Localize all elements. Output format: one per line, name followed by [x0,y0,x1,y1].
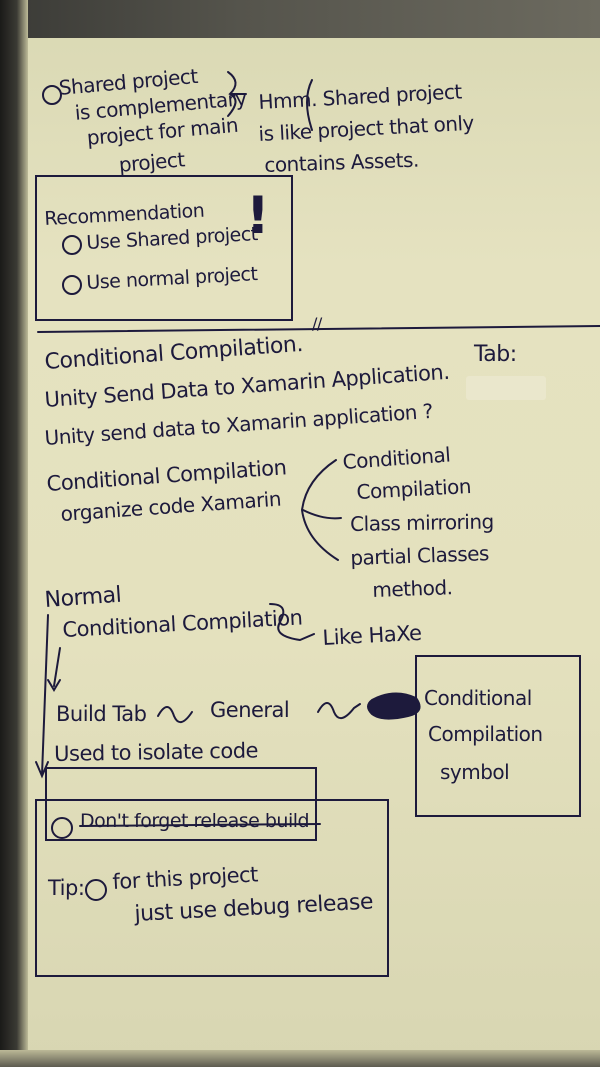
brace-arrow [227,71,247,117]
branch-brace [300,459,339,561]
down-arrow-build [47,647,61,692]
tip-label: Tip: [48,876,85,900]
notebook-binding [0,0,28,1067]
eraser-smudge [466,376,546,400]
like-haxe-label: Like HaXe [321,620,423,650]
used-to-isolate: Used to isolate code [53,738,259,766]
divider-mark: // [312,314,322,333]
branch-mid [302,509,342,520]
page-bottom-edge [0,1050,600,1067]
dont-forget-box [45,767,317,841]
star-bullet-3 [51,817,73,839]
down-arrow-used [35,614,49,779]
tilde-arrow-2 [317,702,361,719]
branch-method: method. [371,575,453,602]
star-bullet-4 [85,879,107,901]
branch-class-mirroring: Class mirroring [349,509,494,536]
dont-forget-text: Don't forget release build [80,810,310,832]
open-paren [306,79,313,131]
left-note-line-4: project [117,147,186,177]
tilde-arrow-1 [157,706,193,723]
strike-line [79,823,321,827]
section-divider [37,325,600,333]
symbol-box-line-1: Conditional [424,686,532,710]
tip-box [35,799,389,977]
recommendation-box [35,175,293,321]
arrow-like [269,603,315,642]
general-label: General [210,698,290,722]
circle-star-mark [42,85,62,105]
star-bullet-2 [62,275,82,295]
right-note-line-3: contains Assets. [263,147,420,177]
normal-label: Normal [43,582,123,613]
build-tab-label: Build Tab [56,702,147,726]
star-bullet-1 [62,235,82,255]
symbol-box [415,655,581,817]
scribble-blot [367,692,421,720]
tab-label: Tab: [474,342,517,367]
exclamation-mark: ! [246,186,270,246]
symbol-box-line-3: symbol [440,760,510,784]
symbol-box-line-2: Compilation [428,722,543,746]
branch-compilation: Compilation [355,474,472,504]
branch-partial-classes: partial Classes [349,541,490,570]
page-top-edge [0,0,600,38]
